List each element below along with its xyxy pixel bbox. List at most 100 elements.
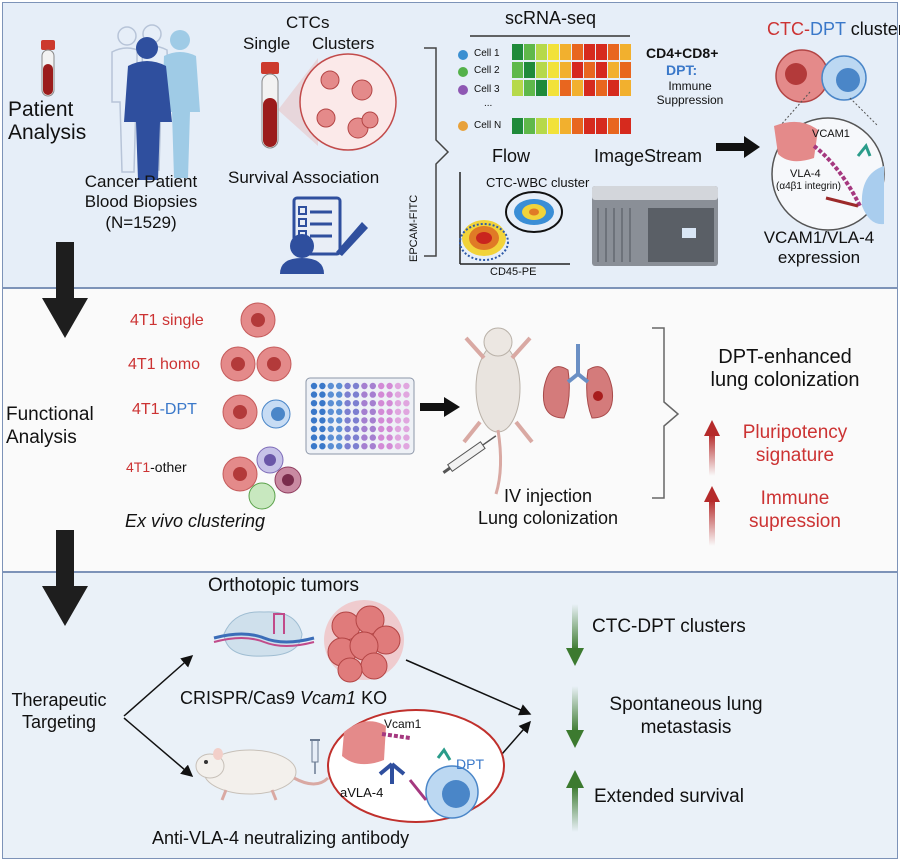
crispr-gene: Vcam1 <box>300 688 357 708</box>
outcome-extended-survival: Extended survival <box>594 786 744 807</box>
plate-well <box>336 400 343 407</box>
crispr-suffix: KO <box>356 688 388 708</box>
cond-dpt-suffix: -DPT <box>159 401 197 418</box>
heatmap-cell <box>548 80 559 96</box>
antibody-mechanism-circle <box>327 709 505 823</box>
heatmap-cell <box>512 80 523 96</box>
plate-well <box>403 443 410 450</box>
arrow-right-icon <box>716 136 760 158</box>
ctc-magnified-circle <box>278 53 397 151</box>
plate-well <box>369 382 376 390</box>
arrow-up-red-icon-1 <box>704 420 720 476</box>
plate-well <box>394 425 402 433</box>
plate-well <box>327 425 334 433</box>
patient-analysis-label: Patient Analysis <box>8 98 87 145</box>
plate-well <box>403 417 410 424</box>
immune-suppression-label: Immune supression <box>749 488 841 532</box>
heatmap-cell <box>584 80 595 96</box>
plate-well <box>403 400 410 407</box>
plate-well <box>378 443 385 450</box>
arrow-up-green-icon <box>566 770 584 832</box>
ctc-blood-tube-icon <box>261 62 279 149</box>
heatmap-cell <box>572 44 583 60</box>
plate-well <box>394 382 402 390</box>
flow-y-axis-label: EPCAM-FITC <box>408 194 420 262</box>
plate-well <box>319 443 326 450</box>
plate-well <box>394 391 402 398</box>
plate-well <box>310 408 318 415</box>
cell-label-n: Cell N <box>474 120 502 131</box>
arrow-down-green-icon-2 <box>566 686 584 748</box>
survival-association-label: Survival Association <box>228 168 380 187</box>
heatmap-cell <box>536 44 547 60</box>
plate-well <box>369 408 376 415</box>
plate-well <box>361 425 368 433</box>
plate-well <box>378 391 385 398</box>
plate-well <box>369 400 376 407</box>
crispr-complex-icon <box>213 611 315 657</box>
plate-well <box>378 400 385 407</box>
plate-well <box>386 400 393 407</box>
orthotopic-tumors-label: Orthotopic tumors <box>208 575 359 596</box>
plate-well <box>403 434 410 441</box>
plate-well <box>361 408 368 415</box>
heatmap-cell <box>596 118 607 134</box>
plate-well <box>310 382 318 390</box>
plate-well <box>378 382 385 390</box>
heatmap-cell <box>560 62 571 78</box>
plate-well <box>361 443 368 450</box>
plate-well <box>327 382 334 390</box>
ctcs-title: CTCs <box>286 13 330 32</box>
cell-label-1: Cell 1 <box>474 48 500 59</box>
cluster-part: cluster <box>845 19 900 39</box>
plate-well <box>310 391 318 398</box>
plate-well <box>378 434 385 441</box>
plate-well <box>352 434 360 441</box>
plate-well <box>327 400 334 407</box>
orthotopic-tumor-icon <box>324 600 404 683</box>
plate-well <box>403 425 410 433</box>
integrin-label: (α4β1 integrin) <box>776 181 841 192</box>
plate-well <box>403 408 410 415</box>
plate-body <box>305 377 415 455</box>
plate-well <box>361 434 368 441</box>
plate-well <box>336 417 343 424</box>
plate-well <box>327 417 334 424</box>
iv-injection-label: IV injection Lung colonization <box>477 486 619 528</box>
clusters-label: Clusters <box>312 34 375 53</box>
heatmap-cell <box>512 118 523 134</box>
arrow-down-icon-1b <box>42 288 88 338</box>
heatmap-cell <box>620 80 631 96</box>
gate-label: CTC-WBC cluster <box>486 175 590 190</box>
cell-label-3: Cell 3 <box>474 84 500 95</box>
plate-well <box>352 417 360 424</box>
heatmap-cell <box>560 44 571 60</box>
flow-x-axis-label: CD45-PE <box>490 266 537 278</box>
dpt-enhanced-colonization-label: DPT-enhanced lung colonization <box>710 346 860 391</box>
plate-well <box>319 382 326 390</box>
antibody-label: Anti-VLA-4 neutralizing antibody <box>152 828 410 848</box>
arrow-right-icon-2 <box>420 397 460 417</box>
blood-tube-icon <box>41 40 55 97</box>
heatmap-cell <box>608 80 619 96</box>
plate-well <box>394 400 402 407</box>
plate-well <box>344 425 351 433</box>
plate-well <box>394 408 402 415</box>
heatmap-cell <box>584 44 595 60</box>
plate-well <box>336 443 343 450</box>
heatmap-cell <box>524 62 535 78</box>
ex-vivo-clustering-label: Ex vivo clustering <box>125 511 266 531</box>
vla4-label: VLA-4 <box>790 168 821 180</box>
plate-well <box>361 382 368 390</box>
heatmap-cell <box>620 44 631 60</box>
plate-well <box>319 408 326 415</box>
condition-other: 4T1-other <box>126 459 187 475</box>
cell-label-2: Cell 2 <box>474 65 500 76</box>
plate-well <box>319 417 326 424</box>
syringe-small-icon <box>310 739 320 774</box>
plate-well <box>310 417 318 424</box>
heatmap-cell <box>560 118 571 134</box>
single-label: Single <box>243 34 291 53</box>
arrow-down-green-icon-1 <box>566 604 584 666</box>
plate-well <box>319 425 326 433</box>
